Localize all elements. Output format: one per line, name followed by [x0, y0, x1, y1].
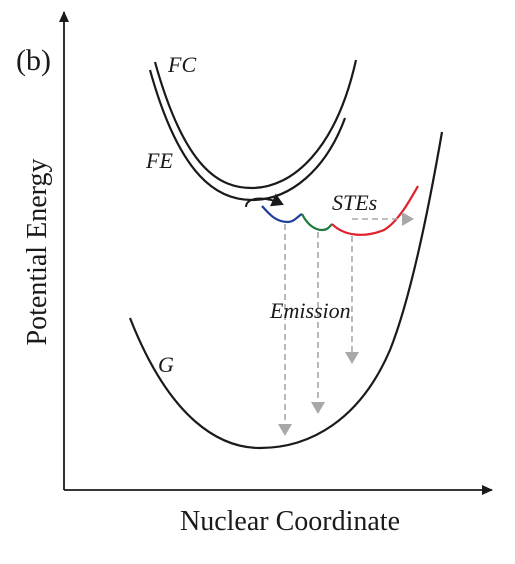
ste-blue-segment	[261, 205, 303, 224]
ground-curve	[128, 131, 444, 450]
emission-label: Emission	[269, 298, 351, 323]
y-axis-label: Potential Energy	[22, 159, 53, 346]
ground-label: G	[158, 352, 174, 377]
ste-red-segment	[331, 185, 419, 236]
stes-label: STEs	[332, 190, 377, 215]
x-axis-label: Nuclear Coordinate	[180, 506, 400, 537]
relaxation-arrow	[245, 193, 284, 208]
panel-label: (b)	[16, 44, 51, 77]
ste-green-segment	[301, 213, 333, 232]
fc-curve	[153, 59, 358, 190]
fe-curve	[148, 69, 347, 202]
fe-label: FE	[145, 148, 173, 173]
fc-label: FC	[167, 52, 196, 77]
